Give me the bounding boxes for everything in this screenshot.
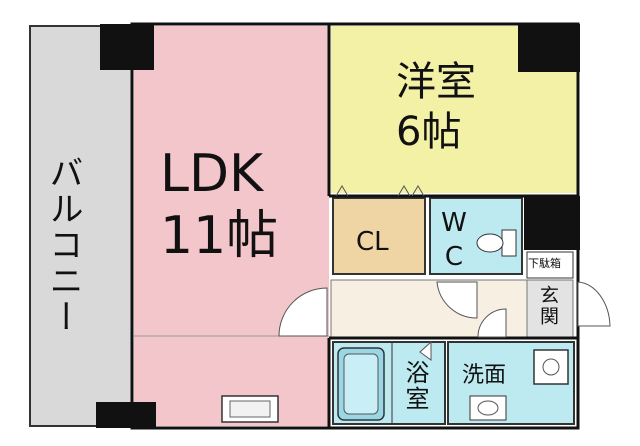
western-room-label: 洋室 <box>396 59 476 105</box>
entrance-area <box>526 279 574 339</box>
balcony-label: バルコニー <box>43 155 83 335</box>
washroom-label: 洗面 <box>462 363 507 388</box>
pillar <box>96 402 156 428</box>
toilet-bowl-icon <box>476 233 504 253</box>
washer-pan-icon <box>533 349 569 385</box>
balcony-area <box>29 25 133 427</box>
ldk-label: LDK <box>160 144 264 204</box>
front-door-swing <box>577 281 611 327</box>
closet-room <box>332 197 426 275</box>
shoe-box-area <box>526 251 574 279</box>
ldk-size-label: 11帖 <box>160 206 279 266</box>
bath-label: 浴室 <box>401 360 429 412</box>
shoe-box-label: 下駄箱 <box>528 257 561 270</box>
entrance-label: 玄関 <box>537 285 559 327</box>
ldk-room <box>134 26 329 426</box>
pillar <box>524 196 580 250</box>
toilet-label: WC <box>439 208 469 276</box>
closet-label: CL <box>356 227 389 257</box>
pillar <box>100 24 154 70</box>
toilet-icon <box>501 229 517 257</box>
western-room-size-label: 6帖 <box>396 109 462 155</box>
pillar <box>518 24 580 72</box>
